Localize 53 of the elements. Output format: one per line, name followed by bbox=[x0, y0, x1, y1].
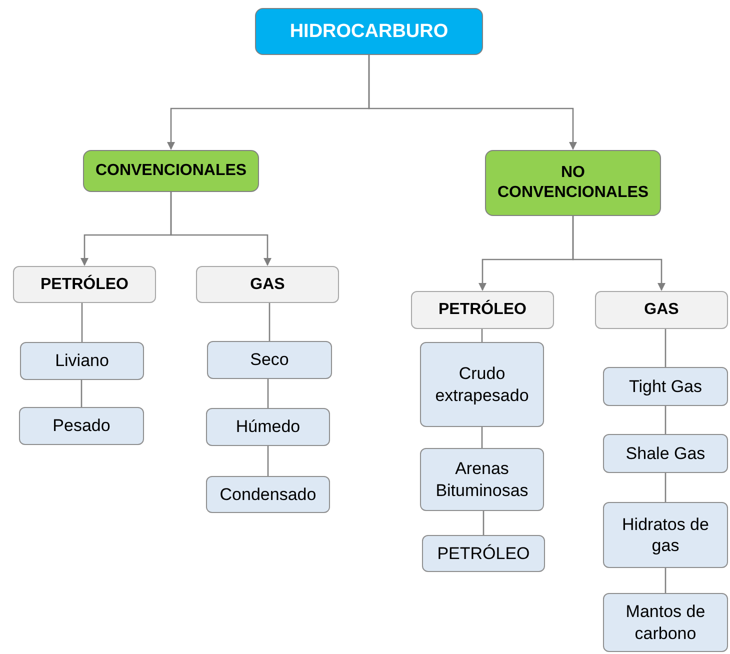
node-label: Húmedo bbox=[236, 416, 300, 438]
type-box bbox=[420, 448, 544, 511]
connector-line bbox=[267, 446, 269, 476]
connector-line bbox=[664, 406, 666, 434]
node-label: Crudo extrapesado bbox=[434, 363, 530, 406]
node-label: Shale Gas bbox=[626, 442, 706, 464]
node-label: HIDROCARBURO bbox=[290, 20, 448, 44]
node-label: Seco bbox=[250, 349, 289, 371]
node-label: PETRÓLEO bbox=[438, 300, 526, 320]
type-box bbox=[206, 408, 330, 446]
node-label: PETRÓLEO bbox=[40, 274, 128, 294]
node-label: Tight Gas bbox=[628, 376, 702, 398]
type-box bbox=[207, 341, 332, 379]
node-label: Liviano bbox=[55, 350, 109, 372]
node-label: Arenas Bituminosas bbox=[434, 458, 530, 501]
type-box bbox=[206, 476, 330, 513]
arrow bbox=[368, 55, 577, 150]
subcategory-box bbox=[595, 291, 728, 329]
type-box bbox=[420, 342, 544, 427]
arrow bbox=[170, 192, 272, 266]
connector-line bbox=[267, 379, 269, 408]
type-box bbox=[603, 502, 728, 568]
subcategory-box bbox=[13, 266, 156, 303]
node-label: PETRÓLEO bbox=[437, 542, 530, 564]
type-box bbox=[603, 593, 728, 652]
connector-line bbox=[664, 329, 666, 367]
connector-line bbox=[664, 568, 666, 593]
connector-line bbox=[664, 473, 666, 502]
node-label: GAS bbox=[250, 274, 285, 294]
type-box bbox=[19, 407, 144, 445]
subcategory-box bbox=[411, 291, 554, 329]
node-label: Mantos de carbono bbox=[624, 601, 706, 644]
category-box bbox=[83, 150, 259, 192]
type-box bbox=[422, 535, 545, 572]
connector-line bbox=[481, 427, 483, 448]
arrow bbox=[572, 216, 666, 291]
node-label: GAS bbox=[644, 300, 679, 320]
node-label: CONVENCIONALES bbox=[95, 161, 247, 181]
subcategory-box bbox=[196, 266, 339, 303]
node-label: Hidratos de gas bbox=[621, 514, 710, 556]
node-label: Pesado bbox=[52, 415, 110, 437]
node-label: NO CONVENCIONALES bbox=[496, 163, 650, 203]
connector-line bbox=[81, 303, 83, 342]
connector-line bbox=[268, 303, 270, 341]
category-box bbox=[485, 150, 661, 216]
root-box bbox=[255, 8, 483, 55]
type-box bbox=[603, 367, 728, 406]
type-box bbox=[20, 342, 144, 380]
connector-line bbox=[481, 329, 483, 342]
type-box bbox=[603, 434, 728, 473]
connector-line bbox=[80, 380, 82, 407]
connector-line bbox=[482, 511, 484, 535]
node-label: Condensado bbox=[220, 484, 316, 506]
